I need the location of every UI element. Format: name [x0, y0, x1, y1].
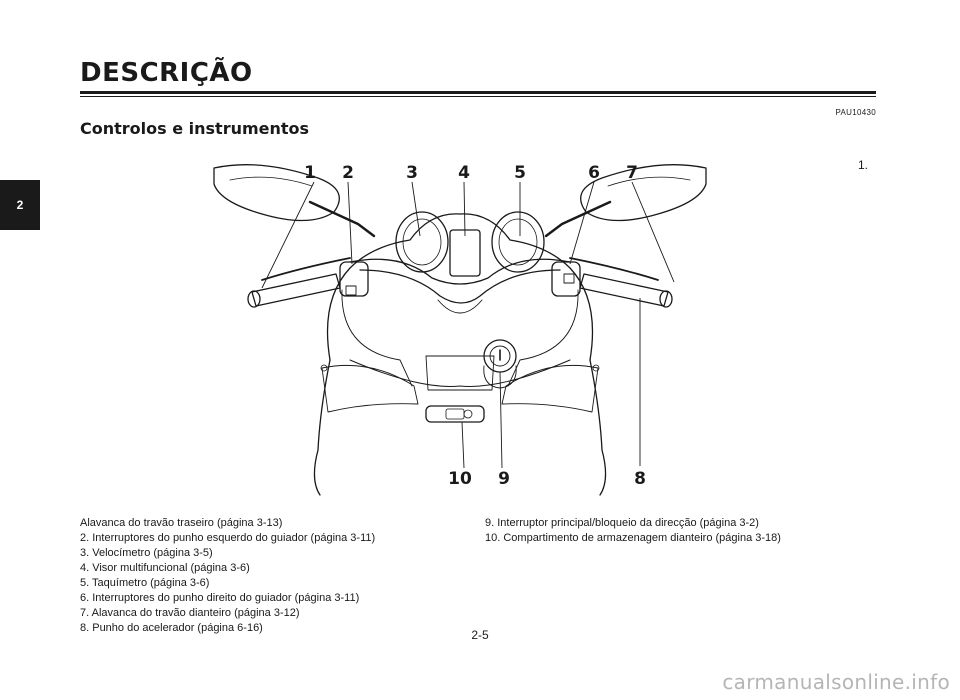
chapter-tab: 2	[0, 180, 40, 230]
legend-item: 9. Interruptor principal/bloqueio da dir…	[485, 517, 759, 529]
header-rule-thick	[80, 91, 876, 94]
callout-2: 2	[342, 163, 354, 183]
front-storage-compartment	[425, 405, 485, 423]
legend-item: 4. Visor multifuncional (página 3-6)	[80, 562, 250, 574]
legend-item: 2. Interruptores do punho esquerdo do gu…	[80, 532, 376, 544]
chapter-tab-label: 2	[16, 198, 24, 212]
scooter-controls-illustration: 1 2 3 4 5 6 7 8 9 10	[213, 163, 707, 496]
speedometer-dial	[395, 211, 449, 273]
legend-item: 8. Punho do acelerador (página 6-16)	[80, 622, 263, 634]
callout-9: 9	[498, 469, 510, 489]
legend-item: Alavanca do travão traseiro (página 3-13…	[80, 517, 283, 529]
document-code: PAU10430	[835, 108, 876, 117]
callout-4: 4	[458, 163, 470, 183]
multifunction-display	[449, 229, 481, 277]
legend-item: 6. Interruptores do punho direito do gui…	[80, 592, 360, 604]
callout-6: 6	[588, 163, 600, 183]
callout-3: 3	[406, 163, 418, 183]
fairing-outline	[326, 213, 594, 361]
rear-brake-lever	[261, 257, 351, 281]
watermark: carmanualsonline.info	[722, 670, 950, 694]
callout-8: 8	[634, 469, 646, 489]
callout-5: 5	[514, 163, 526, 183]
section-title: DESCRIÇÃO	[80, 58, 253, 88]
callout-10: 10	[448, 469, 472, 489]
front-brake-lever	[569, 257, 659, 281]
legend-item: 5. Taquímetro (página 3-6)	[80, 577, 210, 589]
page-subtitle: Controlos e instrumentos	[80, 119, 310, 138]
legend-item: 3. Velocímetro (página 3-5)	[80, 547, 213, 559]
legend-item: 7. Alavanca do travão dianteiro (página …	[80, 607, 300, 619]
left-switch-housing	[339, 261, 369, 297]
callout-1: 1	[304, 163, 316, 183]
callout-7: 7	[626, 163, 638, 183]
front-panel-right	[501, 364, 599, 413]
legend-right-column: 9. Interruptor principal/bloqueio da dir…	[485, 516, 885, 546]
left-mirror	[213, 164, 340, 222]
page-number: 2-5	[471, 628, 489, 642]
tachometer-dial	[491, 211, 545, 273]
legend-left-column: Alavanca do travão traseiro (página 3-13…	[80, 516, 480, 636]
side-marker: 1.	[858, 158, 869, 172]
right-switch-housing	[551, 261, 581, 297]
front-panel-left	[321, 364, 419, 413]
header-rule-thin	[80, 96, 876, 97]
legend-item: 10. Compartimento de armazenagem diantei…	[485, 532, 781, 544]
